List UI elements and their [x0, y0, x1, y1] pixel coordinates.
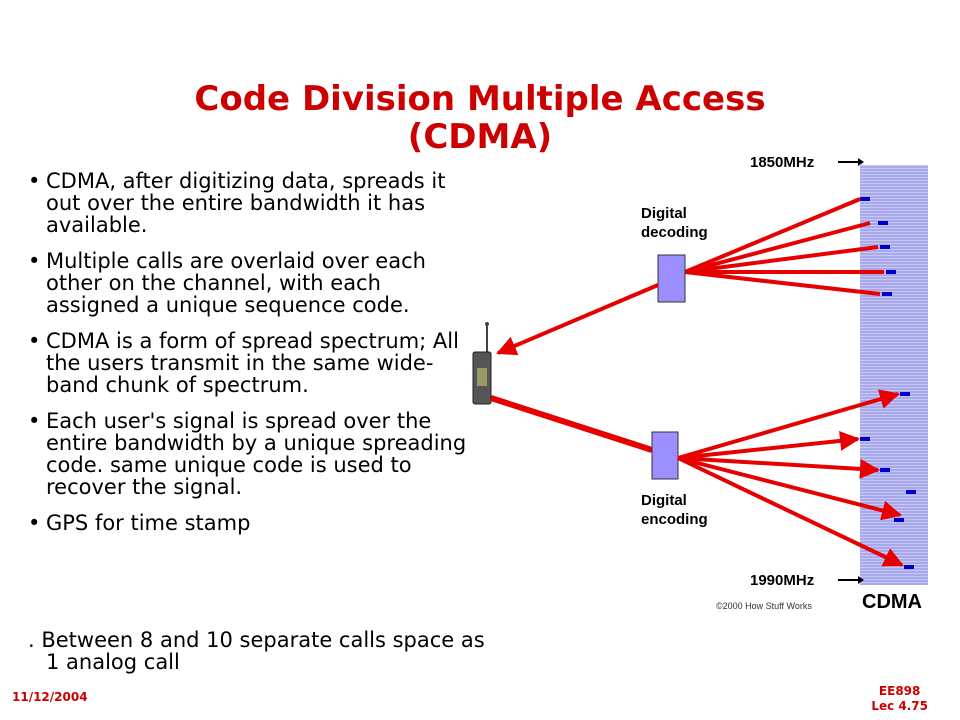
- bottom-frequency-arrowhead: [858, 576, 864, 584]
- footer-course-info: EE898 Lec 4.75: [871, 684, 928, 714]
- calls-note: . Between 8 and 10 separate calls space …: [28, 628, 485, 674]
- bullet-text: CDMA, after digitizing data, spreads it …: [46, 169, 446, 237]
- slide-title: Code Division Multiple Access (CDMA): [130, 80, 830, 156]
- top-frequency-label: 1850MHz: [750, 154, 814, 171]
- bullet-mark: •: [28, 511, 41, 535]
- decoding-label-line1: Digital: [641, 205, 687, 222]
- bullet-item: •Multiple calls are overlaid over each o…: [28, 250, 473, 316]
- cdma-band-label: CDMA: [862, 591, 922, 613]
- phone-to-encoder-arrow: [490, 395, 653, 453]
- bullet-mark: •: [28, 329, 41, 353]
- decoded-signal-arrow: [496, 283, 659, 356]
- decoding-spread-lines: [684, 197, 884, 296]
- bullet-item: •GPS for time stamp: [28, 512, 473, 534]
- bullet-text: Multiple calls are overlaid over each ot…: [46, 249, 426, 317]
- encoder-box: [651, 431, 679, 480]
- bullet-mark: •: [28, 169, 41, 193]
- encoding-label-line1: Digital: [641, 492, 687, 509]
- decoder-box: [657, 254, 686, 303]
- footer-course-code: EE898: [878, 684, 921, 698]
- footer-date: 11/12/2004: [12, 690, 88, 704]
- bullet-text: GPS for time stamp: [46, 511, 251, 535]
- copyright-notice: ©2000 How Stuff Works: [716, 601, 812, 611]
- bullet-mark: •: [28, 249, 41, 273]
- bullet-item: •CDMA, after digitizing data, spreads it…: [28, 170, 473, 236]
- signal-ticks: [860, 197, 916, 569]
- footer-lecture-number: Lec 4.75: [871, 699, 928, 713]
- bullet-text: Each user's signal is spread over the en…: [46, 409, 467, 499]
- encoding-spread-arrows: [677, 389, 904, 567]
- slide-title-line1: Code Division Multiple Access: [194, 79, 766, 119]
- bullet-item: •CDMA is a form of spread spectrum; All …: [28, 330, 473, 396]
- bullet-text: CDMA is a form of spread spectrum; All t…: [46, 329, 459, 397]
- bottom-frequency-label: 1990MHz: [750, 572, 814, 589]
- phone-icon: [472, 322, 492, 405]
- bullet-mark: •: [28, 409, 41, 433]
- top-frequency-arrowhead: [858, 158, 864, 166]
- decoding-label-line2: decoding: [641, 224, 708, 241]
- slide-title-line2: (CDMA): [407, 117, 553, 157]
- bullet-list: •CDMA, after digitizing data, spreads it…: [28, 170, 473, 548]
- encoding-label-line2: encoding: [641, 511, 708, 528]
- bullet-item: •Each user's signal is spread over the e…: [28, 410, 473, 498]
- cdma-diagram: 1850MHz 1990MHz Digital decoding: [472, 154, 928, 613]
